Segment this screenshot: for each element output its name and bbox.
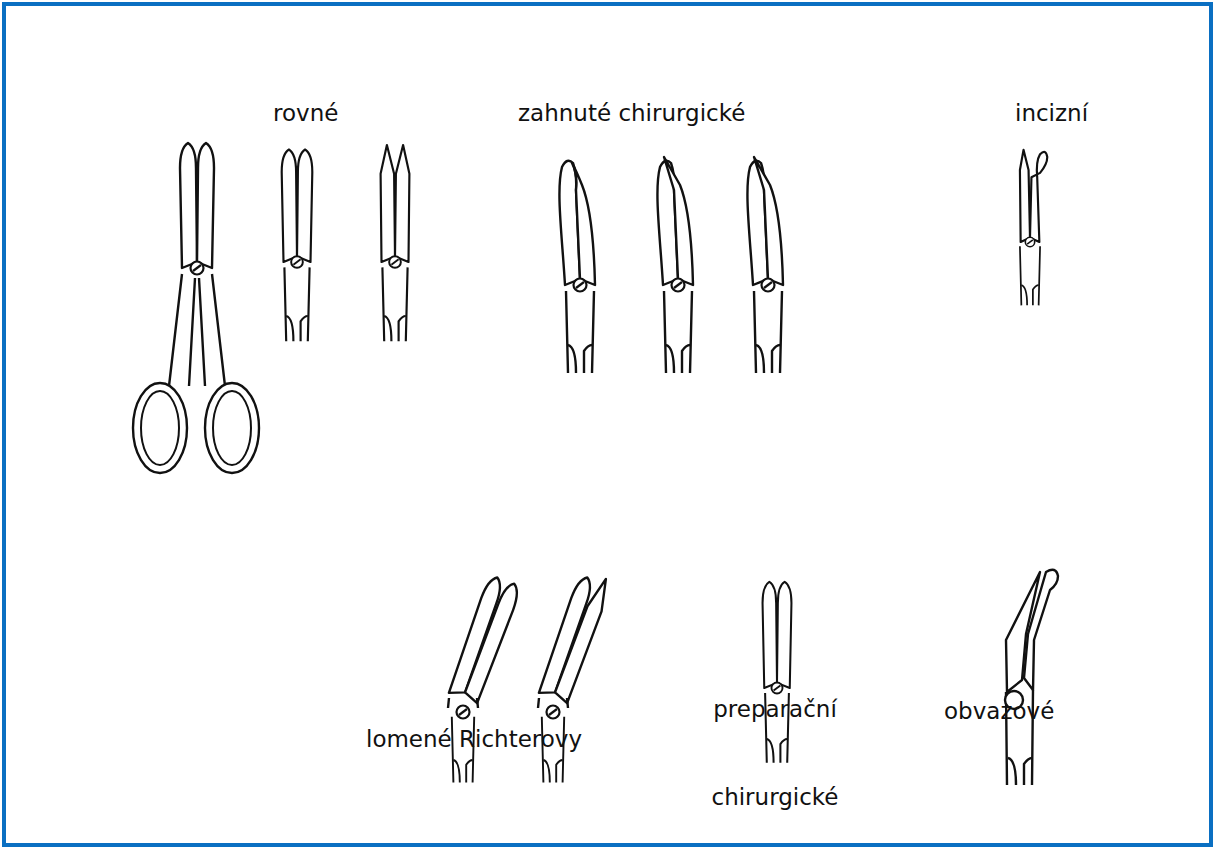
group-label: lomené Richterovy [366, 726, 582, 753]
group-label: obvazové [944, 698, 1054, 725]
group-label: zahnuté chirurgické [518, 100, 745, 127]
group-label: preparační chirurgické [690, 665, 860, 841]
group-label: incizní [1015, 100, 1088, 127]
group-label: rovné [273, 100, 338, 127]
